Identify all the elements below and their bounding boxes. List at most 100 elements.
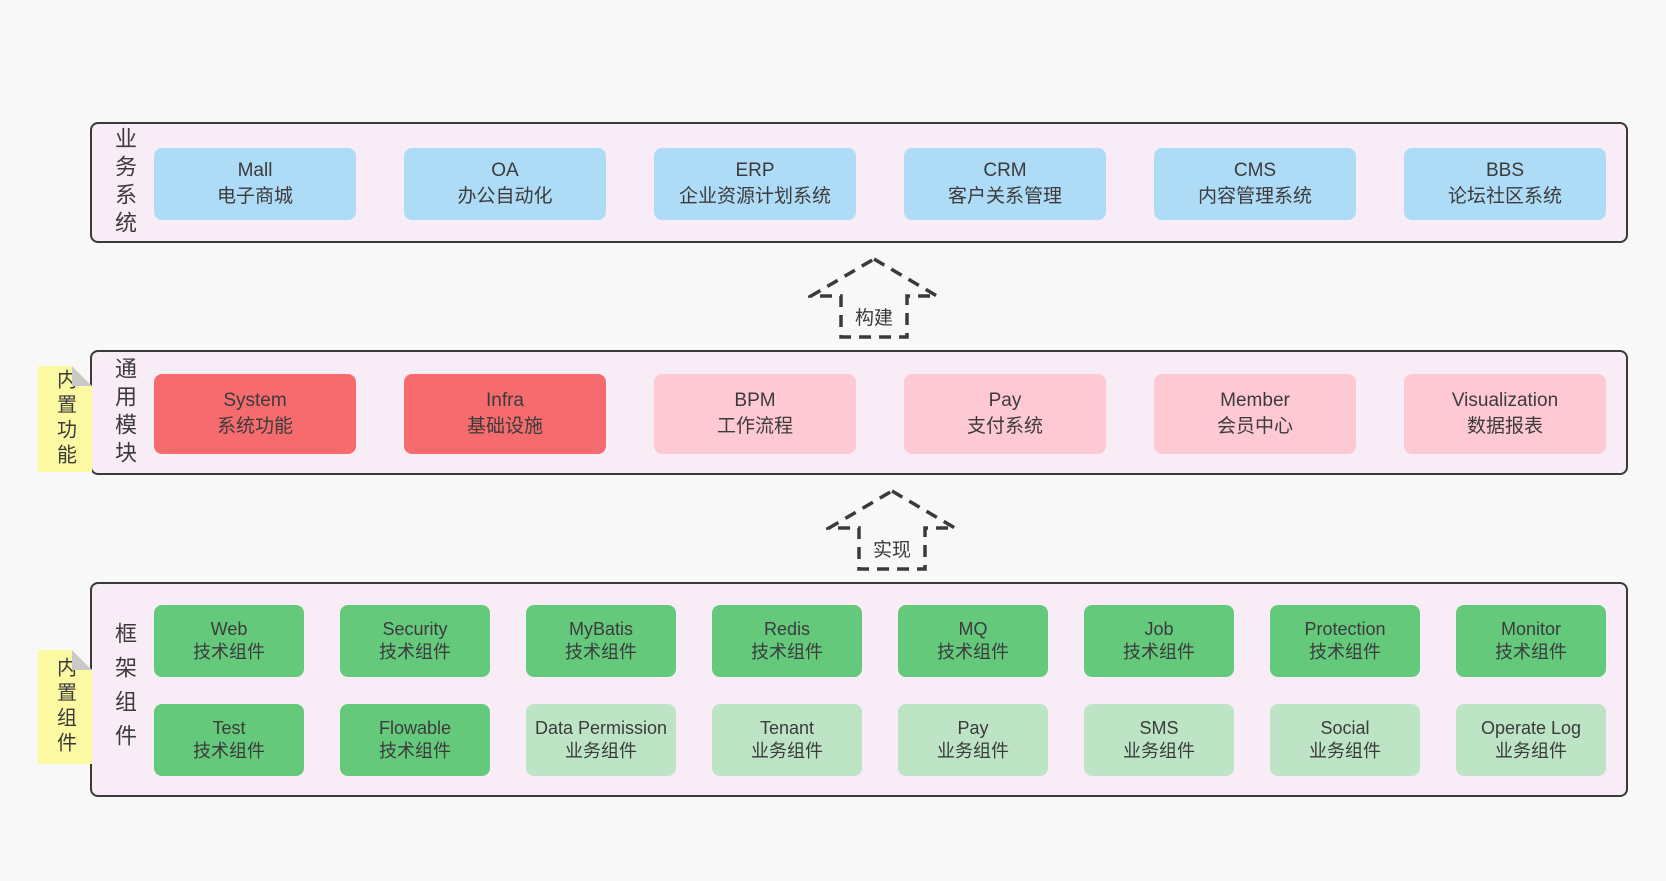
box-title: OA: [491, 160, 519, 182]
box-title: Pay: [957, 717, 989, 738]
box-subtitle: 系统功能: [216, 416, 293, 437]
box-member: Member 会员中心: [1154, 374, 1356, 454]
box-subtitle: 支付系统: [966, 416, 1043, 437]
box-subtitle: 业务组件: [1309, 741, 1381, 761]
sticky-fold-corner: [72, 650, 92, 670]
box-title: Test: [212, 717, 246, 738]
sticky-note-built-in-components: 内置组件: [38, 650, 92, 764]
box-data-permission: Data Permission 业务组件: [526, 704, 676, 776]
box-subtitle: 技术组件: [751, 642, 823, 662]
box-pay: Pay 支付系统: [904, 374, 1106, 454]
layer-business-systems: 业务系统 Mall 电子商城 OA 办公自动化 ERP 企业资源计划系统 CRM…: [90, 122, 1628, 243]
layer-common-modules: 通用模块 System 系统功能 Infra 基础设施 BPM 工作流程 Pay…: [90, 350, 1628, 475]
box-system: System 系统功能: [154, 374, 356, 454]
box-title: Flowable: [378, 717, 452, 738]
box-subtitle: 技术组件: [1309, 642, 1381, 662]
components-row-2: Test 技术组件 Flowable 技术组件 Data Permission …: [154, 704, 1606, 776]
arrow-build-label: 构建: [850, 303, 898, 330]
box-subtitle: 技术组件: [1495, 642, 1567, 662]
box-title: Data Permission: [534, 717, 668, 738]
box-subtitle: 技术组件: [379, 642, 451, 662]
box-title: Monitor: [1500, 618, 1562, 639]
box-title: Infra: [485, 390, 525, 412]
box-subtitle: 技术组件: [193, 741, 265, 761]
box-monitor: Monitor 技术组件: [1456, 605, 1606, 677]
business-boxes-row: Mall 电子商城 OA 办公自动化 ERP 企业资源计划系统 CRM 客户关系…: [154, 148, 1606, 220]
box-mq: MQ 技术组件: [898, 605, 1048, 677]
box-crm: CRM 客户关系管理: [904, 148, 1106, 220]
box-subtitle: 技术组件: [379, 741, 451, 761]
box-redis: Redis 技术组件: [712, 605, 862, 677]
box-title: Web: [210, 618, 248, 639]
box-title: ERP: [735, 160, 775, 182]
layer-label-common-modules: 通用模块: [112, 356, 137, 469]
box-subtitle: 业务组件: [565, 741, 637, 761]
box-title: CMS: [1233, 160, 1277, 182]
arrow-implement-label: 实现: [868, 535, 916, 562]
sticky-note-text: 内置组件: [53, 657, 76, 757]
box-title: MQ: [958, 618, 988, 639]
box-title: MyBatis: [568, 618, 633, 639]
box-subtitle: 业务组件: [751, 741, 823, 761]
box-subtitle: 基础设施: [466, 416, 543, 437]
box-title: Operate Log: [1480, 717, 1582, 738]
arrow-build: 构建: [808, 256, 940, 340]
box-subtitle: 内容管理系统: [1197, 186, 1312, 207]
box-web: Web 技术组件: [154, 605, 304, 677]
box-social: Social 业务组件: [1270, 704, 1420, 776]
box-subtitle: 论坛社区系统: [1447, 186, 1562, 207]
box-subtitle: 技术组件: [565, 642, 637, 662]
box-subtitle: 电子商城: [216, 186, 293, 207]
box-title: SMS: [1139, 717, 1179, 738]
layer-label-business-systems: 业务系统: [112, 126, 137, 239]
sticky-note-built-in-features: 内置功能: [38, 366, 92, 472]
box-cms: CMS 内容管理系统: [1154, 148, 1356, 220]
sticky-fold-corner: [72, 366, 92, 386]
box-protection: Protection 技术组件: [1270, 605, 1420, 677]
box-subtitle: 会员中心: [1216, 416, 1293, 437]
layer-framework-components: 框架组件 Web 技术组件 Security 技术组件 MyBatis 技术组件…: [90, 582, 1628, 797]
box-title: Visualization: [1451, 390, 1559, 412]
box-mybatis: MyBatis 技术组件: [526, 605, 676, 677]
sticky-note-text: 内置功能: [53, 369, 76, 469]
box-infra: Infra 基础设施: [404, 374, 606, 454]
modules-boxes-row: System 系统功能 Infra 基础设施 BPM 工作流程 Pay 支付系统…: [154, 374, 1606, 454]
box-title: BBS: [1485, 160, 1525, 182]
arrow-implement: 实现: [826, 488, 958, 572]
components-row-1: Web 技术组件 Security 技术组件 MyBatis 技术组件 Redi…: [154, 605, 1606, 677]
box-mall: Mall 电子商城: [154, 148, 356, 220]
box-title: Protection: [1304, 618, 1386, 639]
box-subtitle: 技术组件: [193, 642, 265, 662]
box-subtitle: 技术组件: [1123, 642, 1195, 662]
box-subtitle: 业务组件: [937, 741, 1009, 761]
box-job: Job 技术组件: [1084, 605, 1234, 677]
box-erp: ERP 企业资源计划系统: [654, 148, 856, 220]
box-oa: OA 办公自动化: [404, 148, 606, 220]
box-tenant: Tenant 业务组件: [712, 704, 862, 776]
box-operate-log: Operate Log 业务组件: [1456, 704, 1606, 776]
box-security: Security 技术组件: [340, 605, 490, 677]
box-title: Security: [382, 618, 448, 639]
box-title: CRM: [983, 160, 1027, 182]
box-bbs: BBS 论坛社区系统: [1404, 148, 1606, 220]
box-bpm: BPM 工作流程: [654, 374, 856, 454]
layer-label-framework-components: 框架组件: [112, 621, 137, 758]
box-flowable: Flowable 技术组件: [340, 704, 490, 776]
box-subtitle: 数据报表: [1466, 416, 1543, 437]
box-title: Job: [1144, 618, 1174, 639]
box-title: Redis: [763, 618, 811, 639]
box-title: Pay: [988, 390, 1022, 412]
box-title: Tenant: [759, 717, 815, 738]
box-subtitle: 办公自动化: [457, 186, 553, 207]
box-test: Test 技术组件: [154, 704, 304, 776]
box-title: System: [223, 390, 287, 412]
box-subtitle: 业务组件: [1123, 741, 1195, 761]
box-sms: SMS 业务组件: [1084, 704, 1234, 776]
box-title: Member: [1220, 390, 1290, 412]
box-visualization: Visualization 数据报表: [1404, 374, 1606, 454]
box-subtitle: 技术组件: [937, 642, 1009, 662]
box-title: Social: [1320, 717, 1370, 738]
box-subtitle: 业务组件: [1495, 741, 1567, 761]
box-subtitle: 工作流程: [716, 416, 793, 437]
